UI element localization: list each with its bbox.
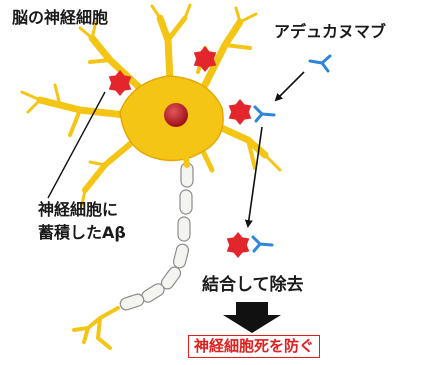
- abeta-label: 神経細胞に 蓄積したAβ: [38, 198, 126, 244]
- amyloid-beta-star: [227, 232, 250, 258]
- binding-label: 結合して除去: [202, 275, 304, 296]
- axon-terminal: [74, 308, 118, 348]
- nucleus: [164, 103, 188, 127]
- arrow-to-neuron: [276, 72, 304, 100]
- antibody-icon: [310, 56, 330, 71]
- axon: [119, 163, 193, 311]
- antibody-icon: [253, 237, 272, 251]
- diagram-title: 脳の神経細胞: [12, 8, 108, 28]
- abeta-label-line2: 蓄積したAβ: [38, 221, 126, 244]
- abeta-label-line1: 神経細胞に: [38, 198, 126, 221]
- down-arrow-icon: [223, 302, 281, 333]
- result-box: 神経細胞死を防ぐ: [188, 335, 320, 358]
- antibody-label: アデュカヌマブ: [274, 22, 386, 42]
- antibody-icon: [255, 107, 274, 121]
- amyloid-beta-star: [229, 99, 252, 125]
